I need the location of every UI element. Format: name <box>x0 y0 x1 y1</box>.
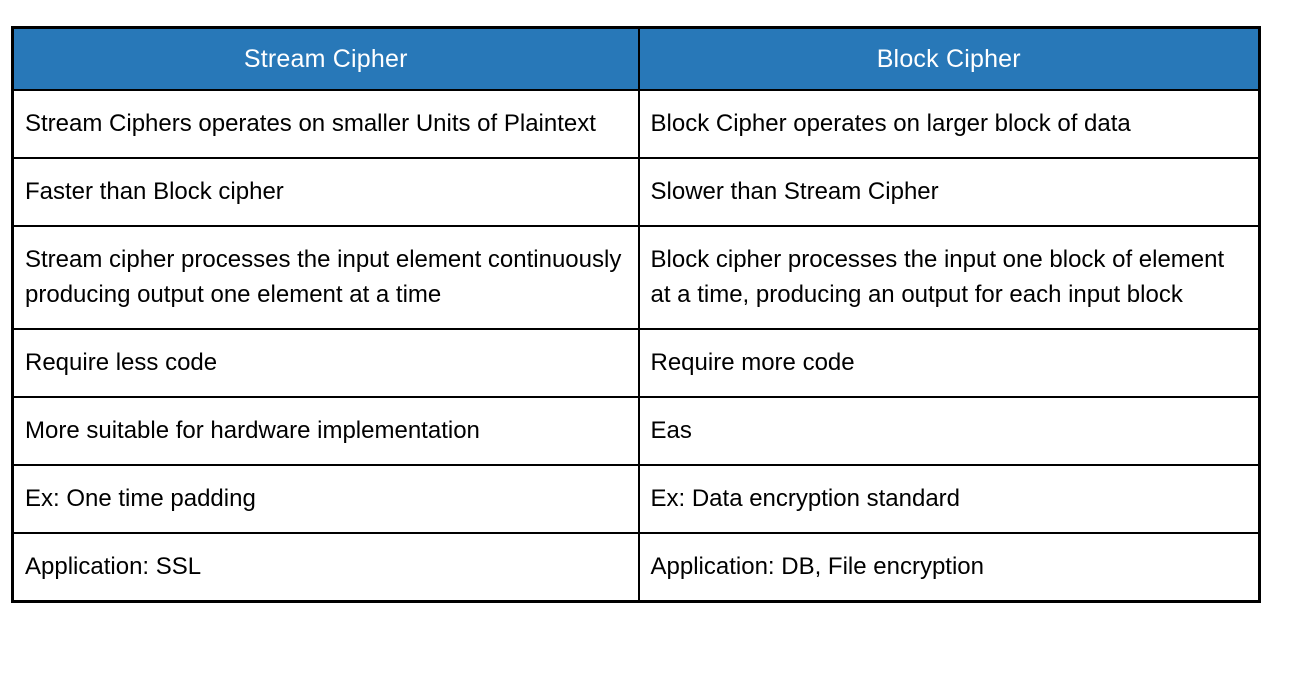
table-header-row: Stream Cipher Block Cipher <box>11 26 1261 91</box>
table-cell: Slower than Stream Cipher <box>637 157 1261 227</box>
header-cell-block-cipher: Block Cipher <box>637 26 1261 91</box>
table-cell: Application: SSL <box>11 532 640 603</box>
table-row: Application: SSL Application: DB, File e… <box>11 532 1261 603</box>
table-row: Ex: One time padding Ex: Data encryption… <box>11 464 1261 534</box>
table-cell: Stream cipher processes the input elemen… <box>11 225 640 330</box>
table-row: Stream cipher processes the input elemen… <box>11 225 1261 330</box>
table-row: Require less code Require more code <box>11 328 1261 398</box>
table-cell: Stream Ciphers operates on smaller Units… <box>11 89 640 159</box>
table-cell: Application: DB, File encryption <box>637 532 1261 603</box>
table-row: Faster than Block cipher Slower than Str… <box>11 157 1261 227</box>
table-row: More suitable for hardware implementatio… <box>11 396 1261 466</box>
table-cell: Require more code <box>637 328 1261 398</box>
table-row: Stream Ciphers operates on smaller Units… <box>11 89 1261 159</box>
table-cell: Block Cipher operates on larger block of… <box>637 89 1261 159</box>
table-cell: Block cipher processes the input one blo… <box>637 225 1261 330</box>
table-cell: Ex: Data encryption standard <box>637 464 1261 534</box>
table-cell: Eas <box>637 396 1261 466</box>
header-cell-stream-cipher: Stream Cipher <box>11 26 640 91</box>
table-cell: More suitable for hardware implementatio… <box>11 396 640 466</box>
table-cell: Ex: One time padding <box>11 464 640 534</box>
table-cell: Faster than Block cipher <box>11 157 640 227</box>
table-cell: Require less code <box>11 328 640 398</box>
cipher-comparison-table: Stream Cipher Block Cipher Stream Cipher… <box>11 26 1261 603</box>
